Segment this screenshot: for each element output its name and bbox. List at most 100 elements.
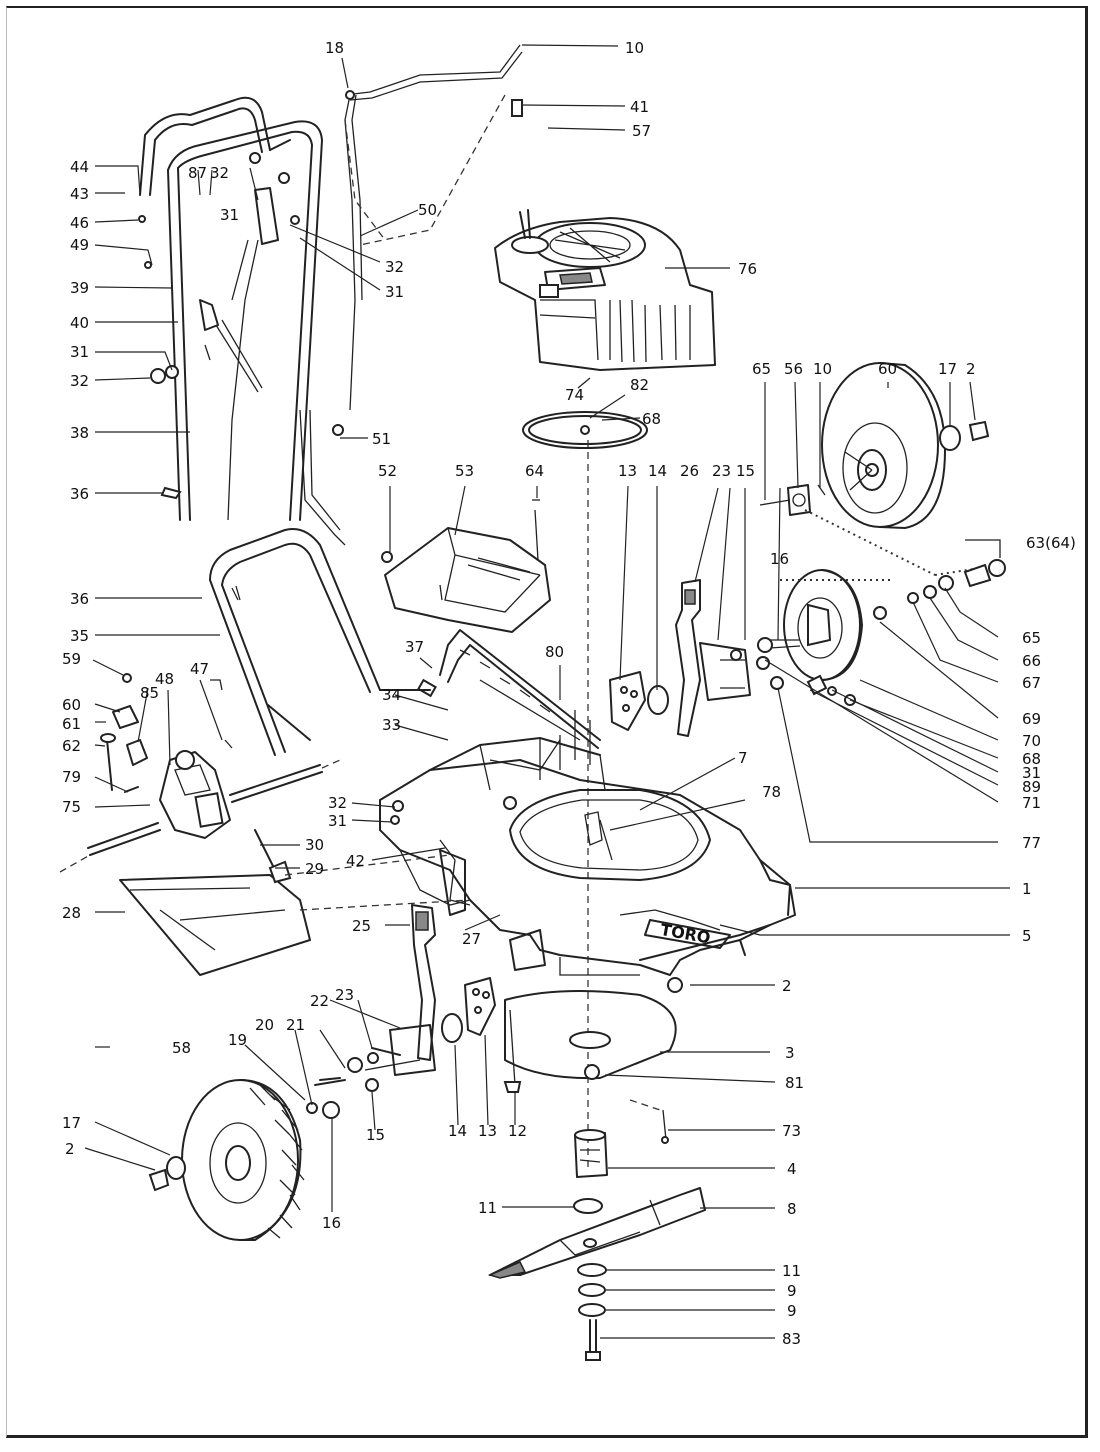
callout-67: 67 — [1022, 674, 1041, 692]
callout-31-left: 31 — [70, 343, 89, 361]
callout-40: 40 — [70, 314, 89, 332]
callout-17-right: 17 — [938, 360, 957, 378]
callout-8: 8 — [787, 1200, 797, 1218]
callout-10-top: 10 — [625, 39, 644, 57]
callout-31-handle: 31 — [220, 206, 239, 224]
callout-16-right: 16 — [770, 550, 789, 568]
callout-33: 33 — [382, 716, 401, 734]
callout-87: 87 — [188, 164, 207, 182]
callout-62: 62 — [62, 737, 81, 755]
callout-38-upper: 38 — [70, 424, 89, 442]
callout-26-right: 26 — [680, 462, 699, 480]
callout-10-wheel: 10 — [813, 360, 832, 378]
callout-50: 50 — [418, 201, 437, 219]
callout-51: 51 — [372, 430, 391, 448]
callout-29: 29 — [305, 860, 324, 878]
drive-chain — [439, 629, 601, 749]
callout-37: 37 — [405, 638, 424, 656]
callout-12: 12 — [508, 1122, 527, 1140]
callout-34: 34 — [382, 686, 401, 704]
callout-18: 18 — [325, 39, 344, 57]
callout-2-right: 2 — [966, 360, 976, 378]
callout-52: 52 — [378, 462, 397, 480]
callout-68-right: 68 — [1022, 750, 1041, 768]
lower-handle — [209, 528, 437, 756]
callout-71: 71 — [1022, 794, 1041, 812]
drive-pulley — [756, 569, 890, 706]
callout-41: 41 — [630, 98, 649, 116]
callout-85: 85 — [140, 684, 159, 702]
callout-77: 77 — [1022, 834, 1041, 852]
callout-2-left: 2 — [65, 1140, 75, 1158]
drive-belt — [522, 377, 648, 449]
callout-3: 3 — [785, 1044, 795, 1062]
callout-19: 19 — [228, 1031, 247, 1049]
callout-7: 7 — [738, 749, 748, 767]
callout-5: 5 — [1022, 927, 1032, 945]
callout-15-right: 15 — [736, 462, 755, 480]
callout-23-left: 23 — [335, 986, 354, 1004]
callout-9-b: 9 — [787, 1302, 797, 1320]
height-adjust-bracket-left — [364, 904, 522, 1093]
callout-32-right: 32 — [385, 258, 404, 276]
mower-deck: TORO — [379, 679, 796, 993]
upper-handle — [139, 96, 323, 521]
callout-49: 49 — [70, 236, 89, 254]
callout-64: 64 — [525, 462, 544, 480]
grass-deflector — [119, 829, 471, 976]
callout-35: 35 — [70, 627, 89, 645]
callout-57: 57 — [632, 122, 651, 140]
callout-21: 21 — [286, 1016, 305, 1034]
callout-36-lower: 36 — [70, 590, 89, 608]
callout-14-right: 14 — [648, 462, 667, 480]
callout-59: 59 — [62, 650, 81, 668]
callout-75: 75 — [62, 798, 81, 816]
callout-73: 73 — [782, 1122, 801, 1140]
deck-cover — [381, 499, 551, 633]
callout-13-right: 13 — [618, 462, 637, 480]
callout-4: 4 — [787, 1160, 797, 1178]
callout-80: 80 — [545, 643, 564, 661]
callout-89: 89 — [1022, 778, 1041, 796]
callout-65-right: 65 — [1022, 629, 1041, 647]
callout-39: 39 — [70, 279, 89, 297]
callout-22: 22 — [310, 992, 329, 1010]
callout-32-left: 32 — [70, 372, 89, 390]
callout-30: 30 — [305, 836, 324, 854]
callout-11-lower: 11 — [782, 1262, 801, 1280]
gearbox-hardware — [100, 673, 233, 793]
callout-31-deck: 31 — [328, 812, 347, 830]
callout-32-deck: 32 — [328, 794, 347, 812]
callout-66: 66 — [1022, 652, 1041, 670]
callout-63-64: 63(64) — [1026, 534, 1076, 552]
callout-20: 20 — [255, 1016, 274, 1034]
callout-42: 42 — [346, 852, 365, 870]
callout-31-right-lower: 31 — [1022, 764, 1041, 782]
callout-11-upper: 11 — [478, 1199, 497, 1217]
callout-61: 61 — [62, 715, 81, 733]
callout-79: 79 — [62, 768, 81, 786]
callout-48: 48 — [155, 670, 174, 688]
callout-28: 28 — [62, 904, 81, 922]
callout-1: 1 — [1022, 880, 1032, 898]
height-adjust-bracket-right — [609, 579, 751, 737]
handle-hardware — [138, 152, 344, 500]
rear-wheel-right — [759, 362, 990, 529]
leader-lines — [84, 44, 1010, 1339]
rear-axle-right-hardware — [804, 509, 1006, 604]
callout-60-wheel: 60 — [878, 360, 897, 378]
callout-82: 82 — [630, 376, 649, 394]
callout-68-belt: 68 — [642, 410, 661, 428]
callout-36-screw: 36 — [70, 485, 89, 503]
front-wheel-left — [148, 1047, 401, 1241]
callout-2-mid: 2 — [782, 977, 792, 995]
callout-27: 27 — [462, 930, 481, 948]
callout-56-top: 56 — [784, 360, 803, 378]
handle-brace — [199, 187, 279, 521]
engine — [494, 209, 716, 371]
callout-13-left: 13 — [478, 1122, 497, 1140]
callout-47: 47 — [190, 660, 209, 678]
blade-stack — [487, 990, 706, 1361]
